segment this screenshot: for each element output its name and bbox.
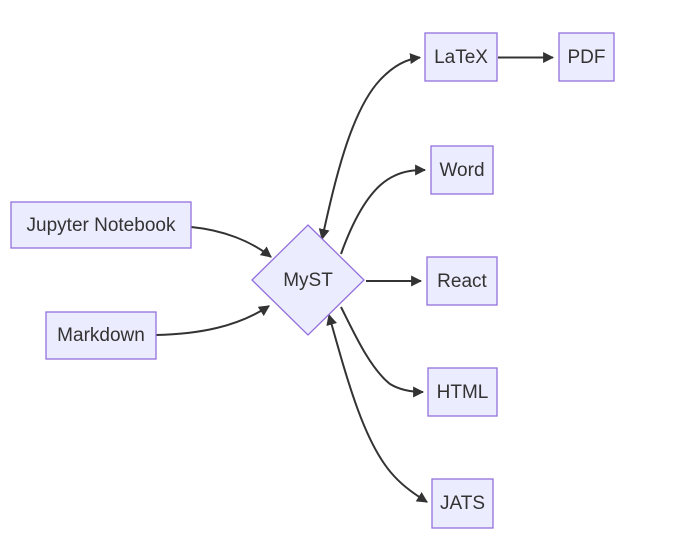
edge-myst-word <box>340 164 427 255</box>
node-jats-label: JATS <box>439 493 486 514</box>
node-myst-shape <box>251 224 365 336</box>
node-html-label: HTML <box>436 381 489 403</box>
node-myst-label: MyST <box>283 269 333 291</box>
node-markdown-shape <box>45 311 157 360</box>
node-jats-shape <box>431 478 494 529</box>
node-word-shape <box>430 145 494 195</box>
edge-jupyter-myst <box>190 226 272 258</box>
node-word-label: Word <box>439 159 485 181</box>
edge-markdown-myst <box>155 305 270 336</box>
node-pdf-label: PDF <box>567 46 606 68</box>
node-react-shape <box>426 256 498 306</box>
node-latex-shape <box>424 32 498 82</box>
node-markdown-label: Markdown <box>57 325 145 346</box>
edge-myst-jats <box>326 313 428 503</box>
node-html-shape <box>427 367 498 417</box>
node-jupyter-label: Jupyter Notebook <box>26 214 176 236</box>
node-react-label: React <box>437 270 487 292</box>
node-pdf-shape <box>558 32 615 82</box>
node-latex-label: LaTeX <box>434 46 488 68</box>
edge-myst-latex <box>318 53 422 241</box>
node-jupyter-shape <box>10 201 192 249</box>
